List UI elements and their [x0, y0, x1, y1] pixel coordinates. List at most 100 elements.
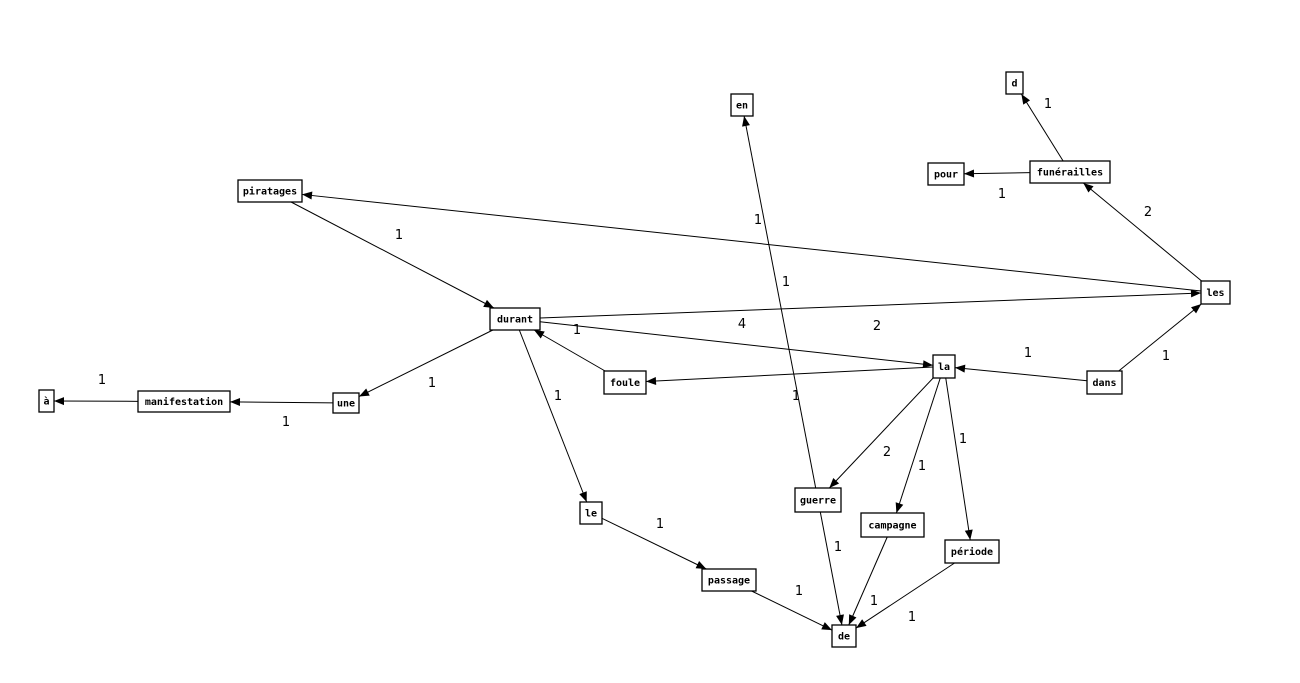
- node-box: [927, 162, 965, 186]
- edge-line: [1020, 93, 1064, 162]
- node-label: manifestation: [145, 396, 223, 408]
- arrowhead: [829, 477, 840, 488]
- node-box: [1005, 71, 1024, 95]
- arrowhead: [359, 388, 370, 397]
- node-le: le: [579, 501, 603, 525]
- arrowhead: [1191, 304, 1202, 314]
- node-foule: foule: [603, 370, 647, 395]
- node-une: une: [332, 392, 360, 414]
- node-label: passage: [708, 576, 750, 587]
- edge-line: [539, 292, 1202, 319]
- node-label: le: [585, 509, 597, 520]
- node-label: foule: [610, 378, 640, 389]
- arrowhead: [964, 169, 975, 178]
- node-box: [701, 568, 757, 592]
- arrowhead: [54, 397, 65, 406]
- edge-line: [743, 115, 817, 489]
- edge-line: [751, 590, 833, 631]
- edge-line: [1118, 303, 1202, 372]
- arrowhead: [964, 529, 973, 540]
- edge-passage-de: [751, 590, 833, 631]
- node-guerre: guerre: [794, 487, 842, 513]
- node-label: période: [951, 546, 993, 558]
- node-campagne: campagne: [860, 512, 925, 538]
- edge-line: [895, 377, 941, 514]
- edge-weight-label: 4: [738, 317, 746, 332]
- node-box: [603, 370, 647, 395]
- edge-line: [963, 172, 1031, 175]
- node-label: funérailles: [1037, 167, 1103, 179]
- node-box: [794, 487, 842, 513]
- edge-weight-label: 1: [834, 540, 842, 555]
- edge-dans-la: [954, 364, 1088, 382]
- node-label: pour: [934, 170, 958, 181]
- node-label: de: [838, 632, 850, 643]
- arrowhead: [922, 360, 933, 369]
- arrowhead: [955, 364, 966, 373]
- edge-line: [601, 517, 707, 570]
- edge-durant-les: [539, 289, 1202, 319]
- edge-guerre-de: [819, 511, 844, 626]
- arrowhead: [579, 491, 587, 502]
- arrowhead: [483, 299, 494, 308]
- edge-dans-les: [1118, 303, 1202, 372]
- node-la: la: [932, 354, 956, 379]
- edge-durant-une: [358, 329, 494, 397]
- edge-foule-durant: [533, 329, 606, 372]
- edge-les-piratages: [301, 191, 1202, 292]
- node-box: [489, 307, 541, 331]
- edge-durant-la: [539, 321, 934, 369]
- node-box: [860, 512, 925, 538]
- edge-weight-label: 1: [795, 584, 803, 599]
- edge-weight-label: 1: [959, 432, 967, 447]
- node-box: [137, 390, 231, 413]
- arrowhead: [856, 619, 867, 629]
- node-box: [1029, 160, 1111, 184]
- node-box: [332, 392, 360, 414]
- edge-line: [229, 401, 334, 404]
- arrowhead: [695, 561, 707, 569]
- edge-line: [945, 377, 971, 541]
- edge-weight-label: 1: [918, 459, 926, 474]
- edge-weight-label: 2: [873, 319, 881, 334]
- edge-la-periode: [945, 377, 973, 541]
- edge-weight-label: 1: [1162, 349, 1170, 364]
- nodes-layer: piratagesdurantunemanifestationàfoulelep…: [38, 71, 1231, 648]
- edge-line: [301, 193, 1202, 292]
- edge-line: [518, 329, 588, 503]
- edge-weight-label: 1: [782, 275, 790, 290]
- node-pour: pour: [927, 162, 965, 186]
- node-box: [1200, 280, 1231, 305]
- node-box: [831, 624, 857, 648]
- edge-campagne-de: [848, 536, 888, 626]
- arrowhead: [742, 116, 750, 127]
- edge-la-guerre: [828, 377, 934, 489]
- edge-weight-label: 1: [1024, 346, 1032, 361]
- arrowhead: [895, 502, 904, 513]
- edge-weight-label: 1: [282, 415, 290, 430]
- node-label: campagne: [868, 521, 916, 532]
- edge-la-foule: [645, 366, 934, 385]
- edge-une-manifestation: [229, 398, 334, 407]
- node-box: [237, 179, 303, 203]
- arrowhead: [230, 398, 241, 407]
- edge-weight-label: 1: [908, 610, 916, 625]
- node-durant: durant: [489, 307, 541, 331]
- node-label: dans: [1092, 378, 1116, 389]
- node-box: [932, 354, 956, 379]
- node-les: les: [1200, 280, 1231, 305]
- edge-weight-label: 2: [883, 445, 891, 460]
- edge-weight-label: 1: [395, 228, 403, 243]
- edge-guerre-en: [742, 115, 817, 489]
- edge-weight-label: 2: [1144, 205, 1152, 220]
- edge-weight-label: 1: [428, 376, 436, 391]
- node-funerailles: funérailles: [1029, 160, 1111, 184]
- edge-line: [290, 201, 495, 309]
- edge-weight-label: 1: [98, 373, 106, 388]
- edge-line: [533, 329, 606, 372]
- edge-le-passage: [601, 517, 707, 570]
- node-a: à: [38, 389, 55, 413]
- node-manifestation: manifestation: [137, 390, 231, 413]
